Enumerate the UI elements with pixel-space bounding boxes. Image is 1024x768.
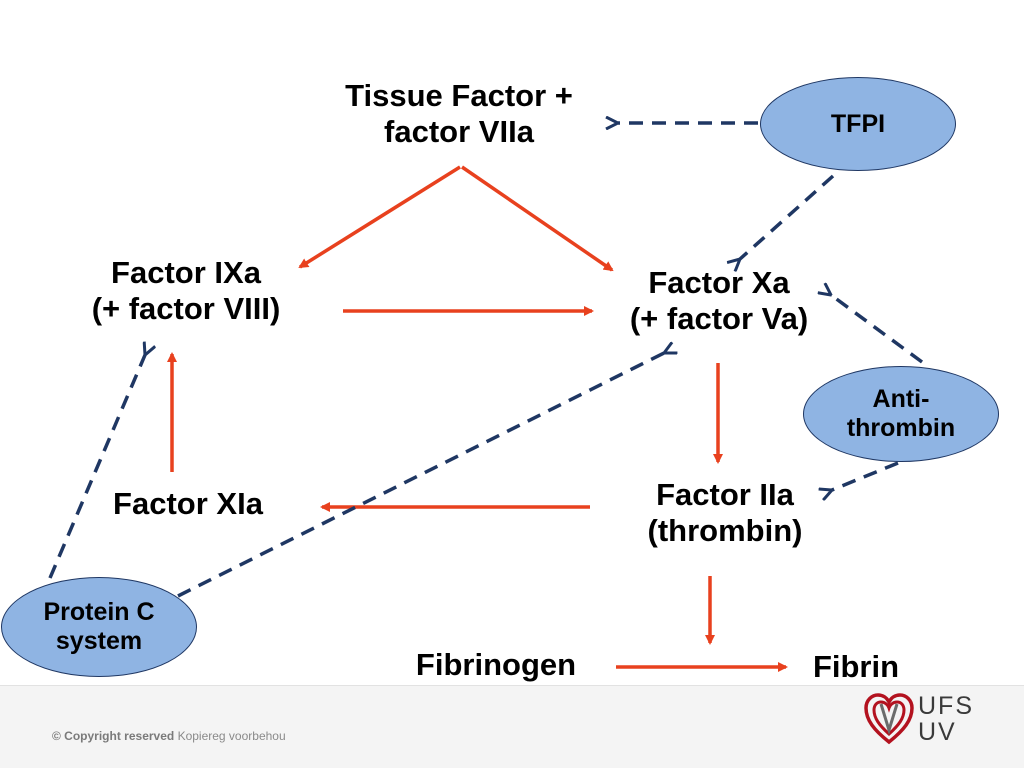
node-label: Factor IIa — [656, 477, 794, 512]
inhibitor-label: TFPI — [830, 109, 886, 138]
arrow-tf-to-xa — [461, 165, 614, 272]
activation-arrows — [167, 165, 788, 672]
copyright-rest: Kopiereg voorbehou — [177, 729, 286, 743]
node-label: Fibrinogen — [415, 647, 577, 682]
logo-line-2: UV — [918, 718, 957, 746]
inhibitor-tfpi: TFPI — [760, 77, 956, 171]
inhibit-at-xa — [831, 295, 924, 364]
inhibitor-label: thrombin — [846, 414, 956, 442]
node-fibrinogen: Fibrinogen — [416, 647, 576, 683]
inhibitor-label: Anti- — [872, 385, 930, 413]
node-label: (+ factor Va) — [629, 301, 809, 336]
node-label: Tissue Factor + — [345, 78, 573, 113]
node-label: (thrombin) — [647, 513, 803, 548]
logo-line-1: UFS — [918, 692, 974, 720]
node-factor-ixa: Factor IXa (+ factor VIII) — [92, 255, 281, 327]
inhibit-pc-xa — [177, 353, 664, 598]
node-label: (+ factor VIII) — [91, 291, 281, 326]
footer-bar: © Copyright reserved Kopiereg voorbehou … — [0, 685, 1024, 768]
inhibitor-label: system — [55, 627, 143, 655]
inhibition-arrows — [48, 123, 924, 598]
slide: Tissue Factor + factor VIIa Factor IXa (… — [1, 0, 999, 685]
node-fibrin: Fibrin — [813, 649, 899, 685]
node-label: factor VIIa — [384, 114, 534, 149]
heart-shield-icon — [864, 693, 914, 745]
ufs-logo: UFS UV — [862, 690, 982, 760]
node-label: Fibrin — [812, 649, 900, 684]
arrow-tf-to-ixa — [298, 165, 461, 269]
node-label: Factor XIa — [113, 486, 263, 521]
inhibit-pc-ixa — [48, 355, 145, 579]
copyright-notice: © Copyright reserved Kopiereg voorbehou — [52, 729, 286, 743]
inhibit-tfpi-xa — [740, 174, 835, 259]
node-factor-xia: Factor XIa — [113, 486, 263, 522]
node-label: Factor IXa — [111, 255, 261, 290]
node-tissue-factor: Tissue Factor + factor VIIa — [345, 78, 573, 150]
arrow-layer — [48, 0, 924, 672]
node-label: Factor Xa — [648, 265, 790, 300]
node-factor-xa: Factor Xa (+ factor Va) — [630, 265, 808, 337]
inhibitor-label: Protein C — [43, 598, 155, 626]
inhibitor-protein-c: Protein C system — [1, 577, 197, 677]
inhibit-at-iia — [832, 461, 899, 490]
logo-wordmark: UFS UV — [918, 693, 974, 745]
inhibitor-antithrombin: Anti- thrombin — [803, 366, 999, 462]
copyright-bold: © Copyright reserved — [52, 729, 175, 743]
node-factor-iia: Factor IIa (thrombin) — [648, 477, 803, 549]
